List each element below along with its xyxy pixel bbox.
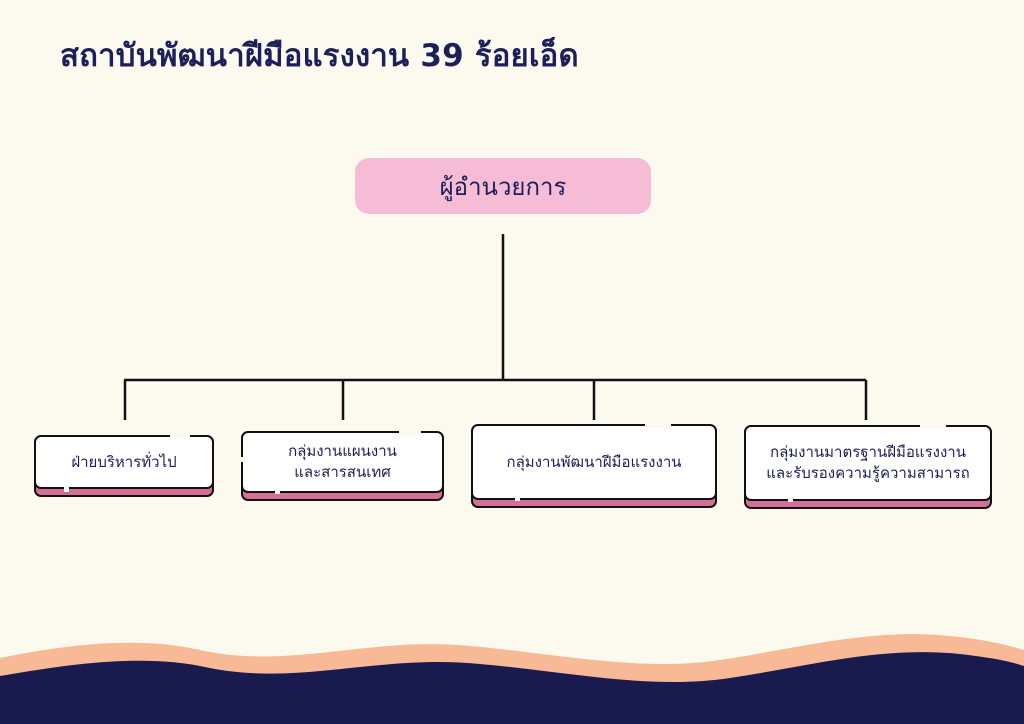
unit-skill-development: กลุ่มงานพัฒนาฝีมือแรงงาน — [471, 423, 717, 508]
unit-line1: กลุ่มงานแผนงาน — [288, 442, 397, 460]
unit-line2: และสารสนเทศ — [294, 463, 391, 481]
frame-gap — [920, 424, 946, 429]
frame-gap — [515, 496, 520, 501]
decorative-waves — [0, 634, 1024, 724]
unit-line1: กลุ่มงานมาตรฐานฝีมือแรงงาน — [770, 443, 966, 461]
frame-gap — [170, 434, 190, 439]
unit-line1: กลุ่มงานพัฒนาฝีมือแรงงาน — [506, 452, 682, 471]
frame-gap — [399, 430, 421, 435]
frame-gap — [240, 457, 245, 462]
unit-planning-info: กลุ่มงานแผนงาน และสารสนเทศ — [240, 430, 444, 501]
frame-gap — [64, 487, 69, 492]
wave-navy — [0, 652, 1024, 724]
unit-face: กลุ่มงานพัฒนาฝีมือแรงงาน — [471, 424, 717, 500]
page-title: สถาบันพัฒนาฝีมือแรงงาน 39 ร้อยเอ็ด — [60, 38, 579, 74]
frame-gap — [788, 497, 793, 502]
frame-gap — [275, 489, 280, 494]
unit-face: กลุ่มงานแผนงาน และสารสนเทศ — [241, 431, 444, 493]
frame-gap — [645, 423, 671, 428]
unit-general-admin: ฝ่ายบริหารทั่วไป — [34, 434, 214, 497]
director-box: ผู้อำนวยการ — [355, 158, 651, 214]
unit-face: ฝ่ายบริหารทั่วไป — [34, 435, 214, 489]
unit-face: กลุ่มงานมาตรฐานฝีมือแรงงาน และรับรองความ… — [744, 425, 992, 501]
unit-line1: ฝ่ายบริหารทั่วไป — [71, 452, 177, 471]
unit-skill-standards: กลุ่มงานมาตรฐานฝีมือแรงงาน และรับรองความ… — [744, 424, 992, 509]
unit-line2: และรับรองความรู้ความสามารถ — [766, 464, 970, 482]
director-label: ผู้อำนวยการ — [439, 172, 567, 201]
